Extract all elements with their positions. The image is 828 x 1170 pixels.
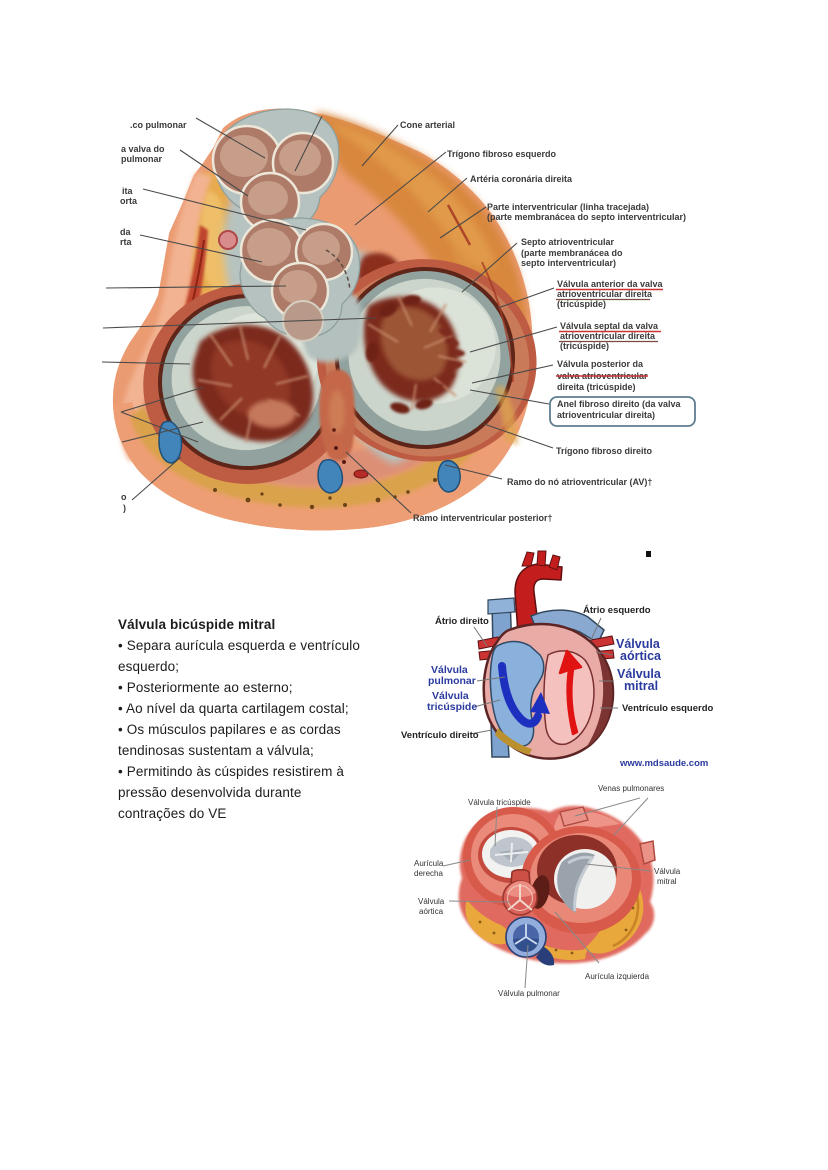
svg-text:Válvula: Válvula <box>431 664 468 676</box>
svg-text:Septo atrioventricular: Septo atrioventricular <box>521 237 615 247</box>
svg-text:derecha: derecha <box>414 869 443 878</box>
svg-text:): ) <box>123 503 126 513</box>
svg-text:o: o <box>121 492 127 502</box>
svg-text:Ramo do nó atrioventricular (A: Ramo do nó atrioventricular (AV)† <box>507 477 652 487</box>
svg-text:Válvula: Válvula <box>654 867 681 876</box>
svg-text:(parte membranácea do: (parte membranácea do <box>521 248 623 258</box>
svg-text:ita: ita <box>122 186 133 196</box>
svg-text:Trígono fibroso esquerdo: Trígono fibroso esquerdo <box>447 149 557 159</box>
svg-text:Artéria coronária direita: Artéria coronária direita <box>470 174 573 184</box>
svg-text:(tricúspide): (tricúspide) <box>560 341 609 351</box>
svg-text:Trígono fibroso direito: Trígono fibroso direito <box>556 446 652 456</box>
svg-text:Átrio esquerdo: Átrio esquerdo <box>583 605 651 616</box>
svg-text:(tricúspide): (tricúspide) <box>557 299 606 309</box>
svg-text:Válvula: Válvula <box>617 667 662 681</box>
svg-text:aórtica: aórtica <box>419 907 444 916</box>
svg-text:mitral: mitral <box>657 877 677 886</box>
svg-text:Venas pulmonares: Venas pulmonares <box>598 784 664 793</box>
svg-text:Válvula tricúspide: Válvula tricúspide <box>468 798 531 807</box>
svg-text:tricúspide: tricúspide <box>427 701 477 713</box>
svg-text:www.mdsaude.com: www.mdsaude.com <box>619 758 708 769</box>
svg-text:atrioventricular direita: atrioventricular direita <box>560 331 656 341</box>
svg-text:pulmonar: pulmonar <box>121 154 162 164</box>
svg-text:Anel fibroso direito (da valva: Anel fibroso direito (da valva <box>557 399 682 409</box>
svg-text:orta: orta <box>120 196 138 206</box>
svg-text:atrioventricular direita): atrioventricular direita) <box>557 410 655 420</box>
svg-text:septo interventricular): septo interventricular) <box>521 258 616 268</box>
svg-text:Aurícula izquierda: Aurícula izquierda <box>585 972 650 981</box>
svg-text:Válvula septal da valva: Válvula septal da valva <box>560 321 659 331</box>
svg-text:Válvula anterior da valva: Válvula anterior da valva <box>557 279 664 289</box>
svg-text:Ramo interventricular posterio: Ramo interventricular posterior† <box>413 513 553 523</box>
svg-text:mitral: mitral <box>624 679 658 693</box>
svg-text:Cone arterial: Cone arterial <box>400 120 455 130</box>
svg-text:Parte interventricular (linha: Parte interventricular (linha tracejada) <box>487 202 649 212</box>
svg-text:Válvula: Válvula <box>616 637 661 651</box>
svg-text:atrioventricular direita: atrioventricular direita <box>557 289 653 299</box>
svg-text:aórtica: aórtica <box>620 649 662 663</box>
svg-text:(parte membranácea do septo in: (parte membranácea do septo interventric… <box>487 212 686 222</box>
svg-text:Válvula pulmonar: Válvula pulmonar <box>498 989 560 998</box>
svg-text:Aurícula: Aurícula <box>414 859 444 868</box>
svg-text:rta: rta <box>120 237 132 247</box>
svg-text:direita (tricúspide): direita (tricúspide) <box>557 382 636 392</box>
svg-text:.co pulmonar: .co pulmonar <box>130 120 187 130</box>
svg-text:Válvula: Válvula <box>432 690 469 702</box>
svg-text:Válvula posterior da: Válvula posterior da <box>557 359 644 369</box>
svg-text:pulmonar: pulmonar <box>428 675 476 687</box>
svg-text:Átrio direito: Átrio direito <box>435 616 489 627</box>
svg-text:a valva do: a valva do <box>121 144 165 154</box>
svg-text:da: da <box>120 227 131 237</box>
svg-text:Válvula: Válvula <box>418 897 445 906</box>
svg-text:Ventrículo esquerdo: Ventrículo esquerdo <box>622 703 714 714</box>
svg-text:Ventrículo direito: Ventrículo direito <box>401 730 479 741</box>
